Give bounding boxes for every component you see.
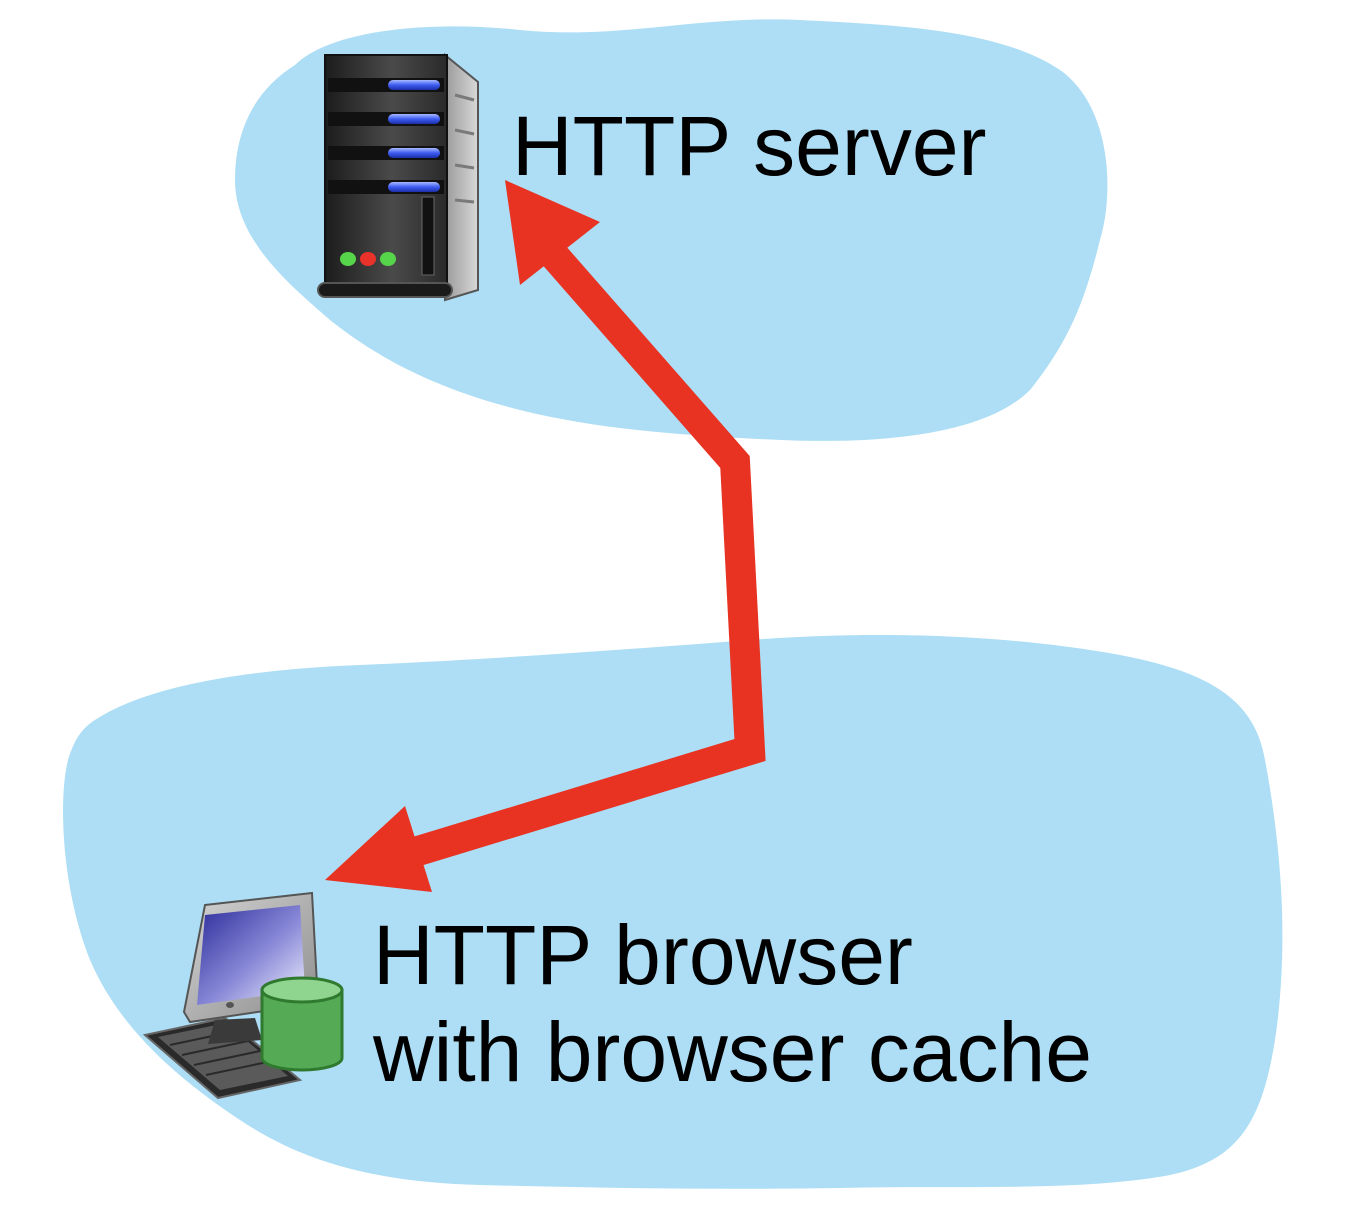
- arrowhead-to-server: [505, 180, 600, 285]
- client-network-cloud: [63, 635, 1283, 1189]
- client-label-line2: with browser cache: [372, 1005, 1092, 1099]
- database-cylinder-icon: [260, 976, 344, 1072]
- arrowhead-to-client: [325, 806, 432, 892]
- client-label-line1: HTTP browser: [373, 908, 913, 1002]
- desktop-computer-icon: [142, 891, 344, 1100]
- server-tower-icon: [317, 52, 479, 302]
- request-response-arrow: [325, 180, 766, 892]
- server-label: HTTP server: [512, 99, 987, 193]
